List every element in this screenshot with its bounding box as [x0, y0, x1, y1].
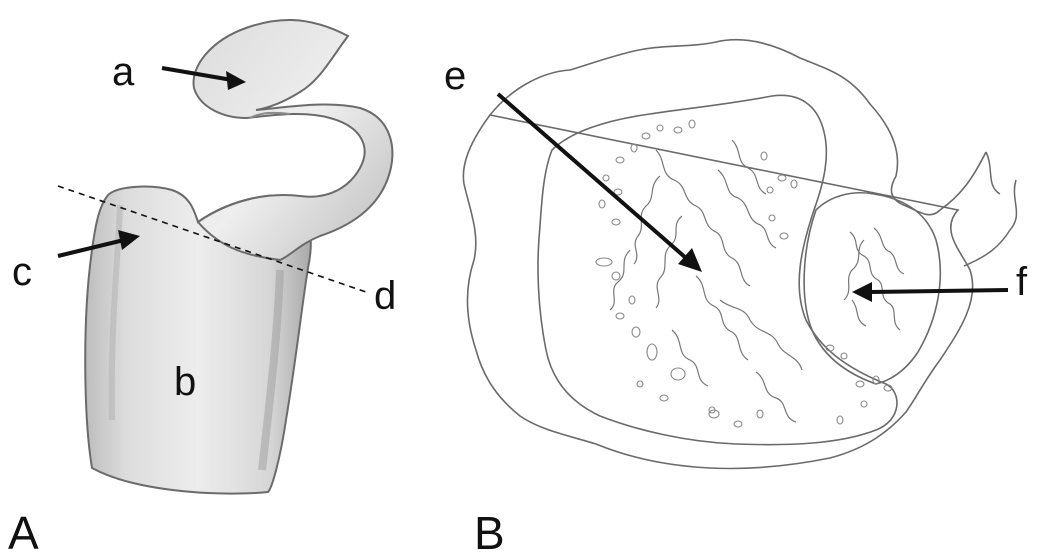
panel-label-b: B: [474, 510, 505, 556]
panel-label-a: A: [8, 510, 39, 556]
coiled-tube: [194, 20, 393, 260]
label-f: f: [1016, 262, 1027, 302]
cross-section-drawing: [420, 0, 1038, 559]
label-c: c: [12, 252, 32, 292]
label-a: a: [112, 52, 134, 92]
panel-b: e f B: [420, 0, 1038, 559]
label-e: e: [444, 56, 466, 96]
embryo-drawing: [0, 0, 420, 559]
panel-a: a b c d A: [0, 0, 420, 559]
label-b: b: [174, 362, 196, 402]
label-d: d: [374, 276, 396, 316]
